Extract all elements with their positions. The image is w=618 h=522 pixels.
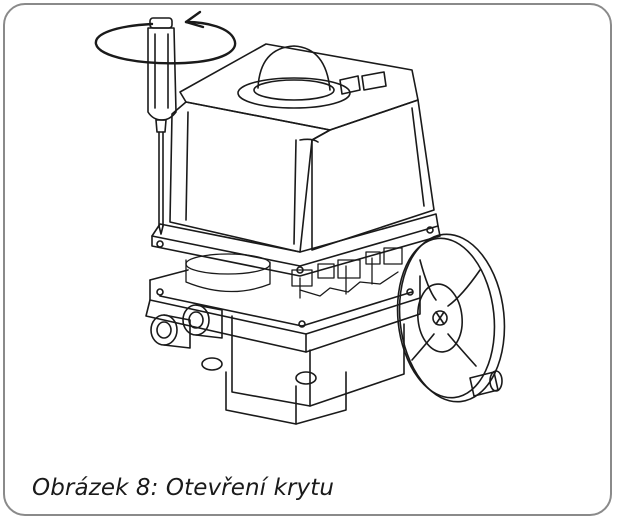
base-housing-icon [145, 269, 421, 425]
figure-caption: Obrázek 8: Otevření krytu [32, 475, 335, 501]
rotation-arrow-icon [94, 10, 237, 65]
figure-frame [3, 3, 612, 516]
cable-gland-icon [150, 304, 223, 349]
screwdriver-icon [147, 17, 177, 235]
electronics-icon [185, 247, 403, 299]
top-cover-icon [151, 43, 441, 277]
handwheel-icon [396, 233, 506, 403]
